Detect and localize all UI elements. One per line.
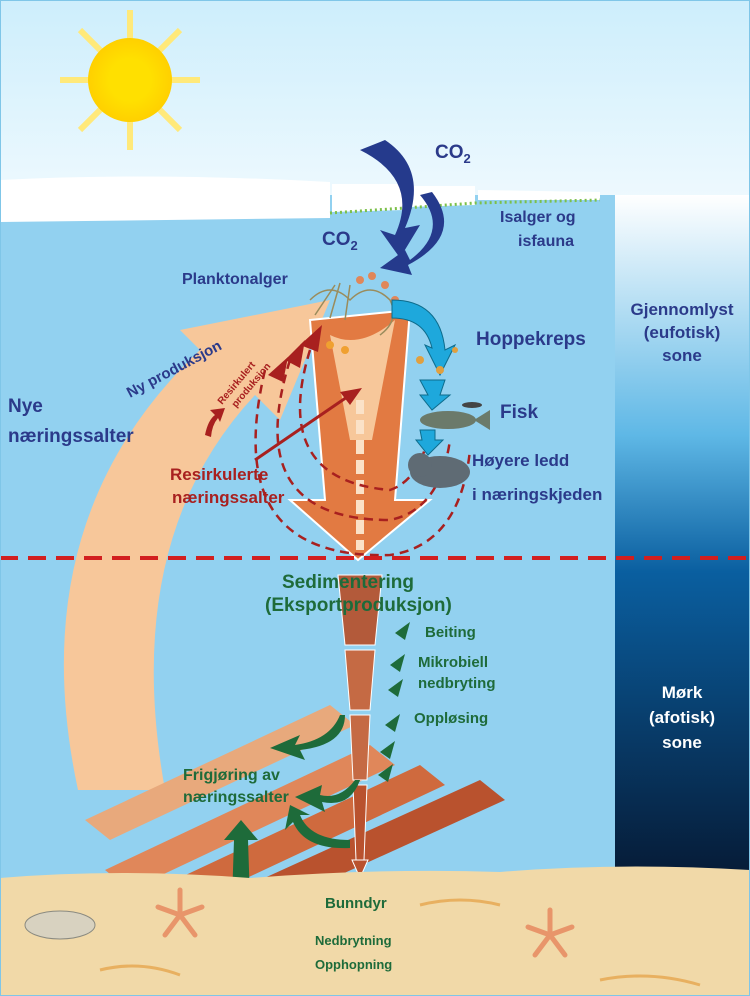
euphotic-zone-label-3: sone: [662, 346, 702, 365]
red-arrowheads: [205, 325, 362, 462]
aphotic-zone-label-2: (afotisk): [649, 708, 715, 727]
sedimentation-label-1: Sedimentering: [282, 572, 414, 593]
starfish-icon: [155, 887, 575, 958]
new-nutrients-label-1: Nye: [8, 396, 43, 417]
release-label-2: næringssalter: [183, 789, 289, 806]
co2-top-label: CO2: [435, 142, 471, 166]
fish-icon: [420, 402, 490, 430]
microbial-label-2: nedbryting: [418, 675, 496, 692]
grazing-label: Beiting: [425, 624, 476, 641]
ice-algae-label-2: isfauna: [518, 233, 574, 250]
aphotic-zone-label-1: Mørk: [662, 683, 703, 702]
ice-algae-label-1: Isalger og: [500, 209, 576, 226]
seabed: [0, 866, 750, 996]
sea-ice: [0, 176, 601, 222]
euphotic-zone-label-1: Gjennomlyst: [631, 300, 734, 319]
benthos-label: Bunndyr: [325, 895, 387, 912]
light-zone-column: [615, 195, 750, 880]
seabed-creatures: [24, 887, 701, 987]
seal-icon: [408, 453, 470, 488]
new-production-arrow: [63, 300, 331, 790]
food-chain-arrows: [391, 299, 457, 456]
higher-trophic-label-1: Høyere ledd: [472, 451, 569, 470]
fish-label: Fisk: [500, 402, 538, 423]
aphotic-zone-label-3: sone: [662, 733, 702, 752]
higher-trophic-label-2: i næringskjeden: [472, 485, 602, 504]
recycled-production-arcs: [254, 349, 472, 557]
co2-arrows: [360, 140, 445, 275]
plankton-label: Planktonalger: [182, 271, 288, 288]
co2-left-label: CO2: [322, 229, 358, 253]
degradation-arrows: [224, 622, 410, 900]
copepods-label: Hoppekreps: [476, 329, 586, 350]
accumulation-label: Opphopning: [315, 957, 392, 972]
dissolution-label: Oppløsing: [414, 710, 488, 727]
sun-icon: [60, 10, 200, 150]
recycled-nutrients-label-1: Resirkulerte: [170, 465, 268, 484]
release-label-1: Frigjøring av: [183, 767, 280, 784]
new-nutrients-label-2: næringssalter: [8, 426, 134, 447]
recycled-nutrients-label-2: næringssalter: [172, 488, 285, 507]
copepod-icon: [416, 347, 458, 374]
sedimentation-label-2: (Eksportproduksjon): [265, 595, 452, 616]
euphotic-zone-label-2: (eufotisk): [644, 323, 721, 342]
decomposition-label: Nedbrytning: [315, 933, 392, 948]
microbial-label-1: Mikrobiell: [418, 654, 488, 671]
